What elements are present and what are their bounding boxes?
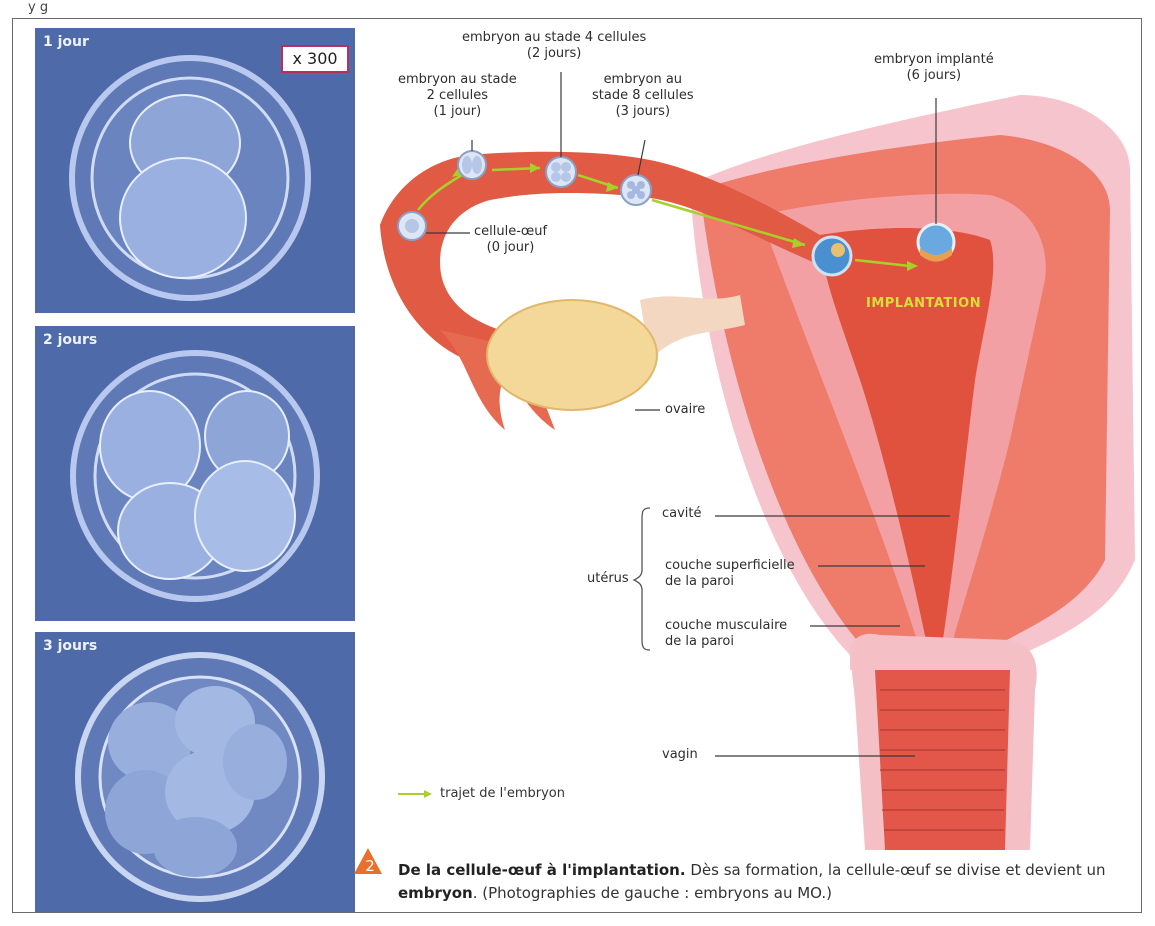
label-stade-8: embryon austade 8 cellules(3 jours) [592,72,694,120]
legend-label: trajet de l'embryon [440,786,565,801]
label-stade-2: embryon au stade2 cellules(1 jour) [398,72,517,120]
label-stade-4: embryon au stade 4 cellules(2 jours) [462,30,646,62]
legend: trajet de l'embryon [398,786,565,801]
photo-2-jours: 2 jours [35,326,355,621]
ovary [487,300,657,410]
embryo-2-cellules [458,151,486,179]
photo-label: 2 jours [43,332,97,348]
label-implante: embryon implanté(6 jours) [874,52,994,84]
figure-caption: De la cellule-œuf à l'implantation. Dès … [398,859,1128,905]
photo-3-jours: 3 jours [35,632,355,912]
label-couche-musculaire: couche musculairede la paroi [665,618,787,650]
label-implantation: IMPLANTATION [866,296,981,311]
label-ovaire: ovaire [665,402,705,418]
legend-arrow-icon [398,789,434,799]
label-uterus: utérus [587,571,629,587]
vagina-inner [875,670,1010,850]
caption-keyword: embryon [398,884,473,902]
label-cellule-oeuf: cellule-œuf(0 jour) [474,224,547,256]
cropped-top-text: y g [28,0,48,15]
label-couche-superficielle: couche superficiellede la paroi [665,558,795,590]
embryo-0-jour [398,212,426,240]
magnification-badge: x 300 [281,45,349,73]
uterus-illustration [365,25,1145,855]
photo-label: 3 jours [43,638,97,654]
embryo-implante [918,224,954,262]
uterus-brace [634,508,650,650]
svg-text:2: 2 [365,857,375,875]
photo-label: 1 jour [43,34,89,50]
label-vagin: vagin [662,747,698,763]
caption-title: De la cellule-œuf à l'implantation. [398,861,686,879]
caption-number-badge: 2 [352,846,386,876]
embryo-8-cellules [621,175,651,205]
label-cavite: cavité [662,506,702,522]
embryo-4-cellules [546,157,576,187]
embryo-blastocyst [813,237,851,275]
